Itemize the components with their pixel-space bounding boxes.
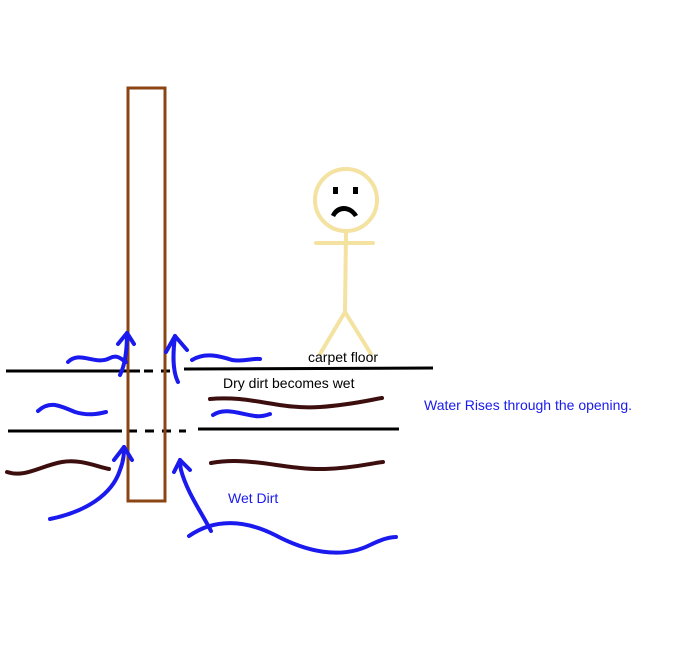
wet-dirt-label: Wet Dirt — [228, 490, 278, 506]
figure-frown — [331, 206, 358, 217]
dirt-strokes — [5, 396, 385, 476]
carpet-floor-label: carpet floor — [308, 349, 378, 365]
figure-left-eye — [333, 187, 338, 194]
wooden-post — [126, 86, 167, 503]
water-rises-label: Water Rises through the opening. — [424, 397, 632, 413]
water-squiggle-mid-right — [211, 409, 272, 419]
up-arrow-icon-upper-right — [171, 334, 180, 384]
carpet-floor-line-right — [183, 366, 434, 371]
wet-dirt-stroke-left — [5, 459, 111, 476]
wet-dirt-stroke-right — [209, 459, 385, 472]
dry-dirt-label: Dry dirt becomes wet — [223, 375, 355, 391]
up-arrow-icon-lower-right — [178, 458, 213, 533]
water-squiggle-upper-right — [190, 353, 262, 363]
figure-left-leg — [318, 310, 347, 356]
figure-right-eye — [353, 187, 358, 194]
water-squiggle-upper-left — [66, 354, 128, 364]
sad-face-icon — [331, 187, 358, 217]
figure-head — [313, 167, 379, 233]
up-arrow-icon-upper-left — [118, 331, 129, 377]
figure-neck-body — [343, 230, 348, 314]
dry-dirt-stroke — [208, 396, 384, 410]
water-wave-bottom — [187, 521, 398, 555]
water-strokes — [36, 331, 398, 555]
floor-lines — [6, 366, 434, 433]
up-arrow-icon-lower-left — [48, 445, 126, 521]
figure-right-leg — [343, 310, 373, 356]
sad-stick-figure-icon — [313, 167, 379, 356]
water-squiggle-mid-left — [36, 402, 108, 417]
